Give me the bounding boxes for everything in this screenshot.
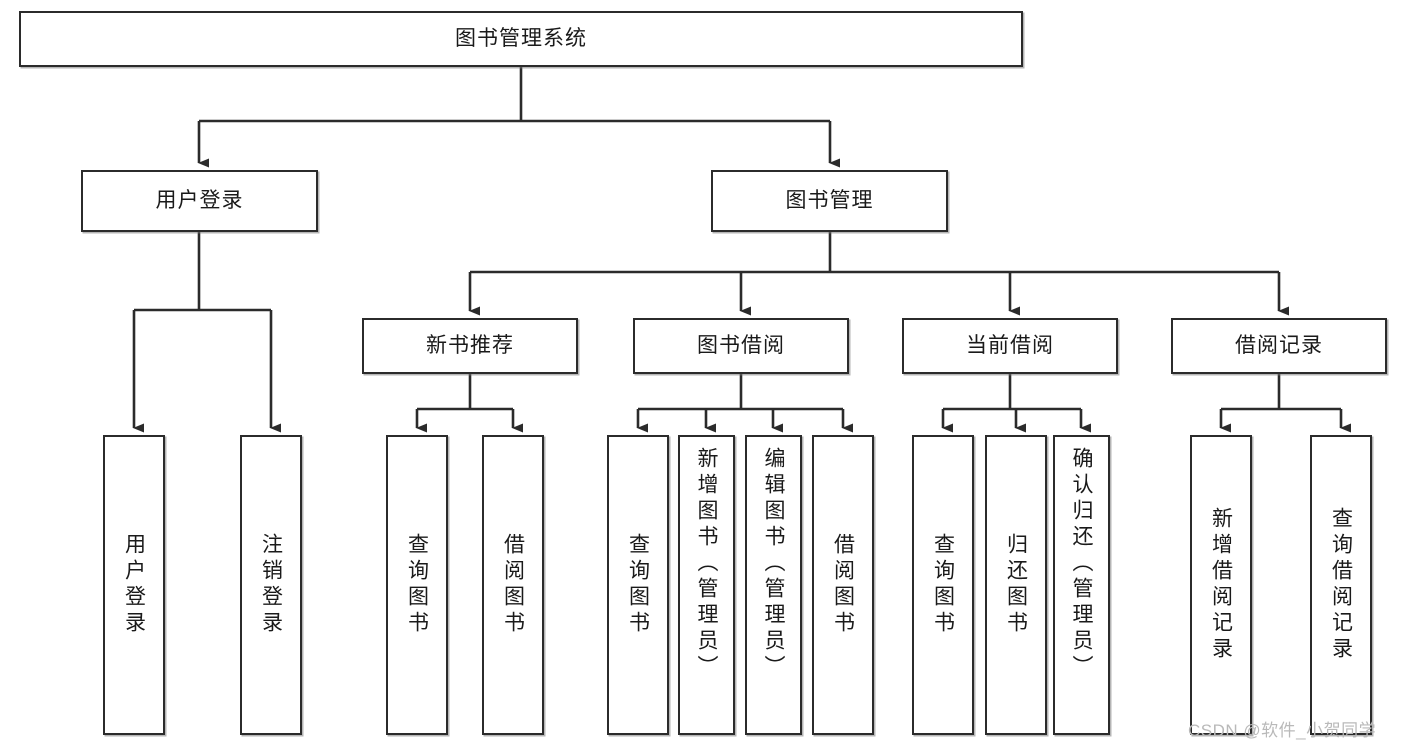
node-leaf-return-book-label: 归还图书	[1004, 533, 1028, 637]
node-leaf-query-book-1-label: 查询图书	[405, 533, 429, 637]
node-leaf-query-book-3-label: 查询图书	[931, 533, 955, 637]
node-leaf-query-book-3[interactable]: 查询图书	[912, 435, 974, 735]
node-leaf-borrow-book-2[interactable]: 借阅图书	[812, 435, 874, 735]
node-leaf-add-book[interactable]: 新增图书（管理员）	[678, 435, 735, 735]
node-current-borrow[interactable]: 当前借阅	[902, 318, 1118, 374]
node-new-book-recommend[interactable]: 新书推荐	[362, 318, 578, 374]
node-borrow-record-label: 借阅记录	[1235, 334, 1323, 358]
node-leaf-confirm-return[interactable]: 确认归还（管理员）	[1053, 435, 1110, 735]
node-leaf-user-logout[interactable]: 注销登录	[240, 435, 302, 735]
node-leaf-return-book[interactable]: 归还图书	[985, 435, 1047, 735]
node-root[interactable]: 图书管理系统	[19, 11, 1023, 67]
node-leaf-edit-book[interactable]: 编辑图书（管理员）	[745, 435, 802, 735]
node-leaf-add-record[interactable]: 新增借阅记录	[1190, 435, 1252, 735]
node-leaf-add-book-label: 新增图书（管理员）	[695, 447, 718, 681]
node-book-management[interactable]: 图书管理	[711, 170, 948, 232]
node-current-borrow-label: 当前借阅	[966, 334, 1054, 358]
node-user-login-label: 用户登录	[155, 189, 244, 213]
node-leaf-query-book-2-label: 查询图书	[626, 533, 650, 637]
node-leaf-query-book-1[interactable]: 查询图书	[386, 435, 448, 735]
csdn-watermark: CSDN @软件_小贺同学	[1188, 721, 1377, 740]
node-leaf-user-login-label: 用户登录	[122, 533, 146, 637]
node-book-management-label: 图书管理	[785, 189, 874, 213]
node-new-book-recommend-label: 新书推荐	[426, 334, 514, 358]
node-leaf-borrow-book-1[interactable]: 借阅图书	[482, 435, 544, 735]
node-leaf-edit-book-label: 编辑图书（管理员）	[762, 447, 785, 681]
node-book-borrow-label: 图书借阅	[697, 334, 785, 358]
node-user-login[interactable]: 用户登录	[81, 170, 318, 232]
node-book-borrow[interactable]: 图书借阅	[633, 318, 849, 374]
node-leaf-borrow-book-2-label: 借阅图书	[831, 533, 855, 637]
node-leaf-query-record-label: 查询借阅记录	[1329, 507, 1353, 663]
node-leaf-borrow-book-1-label: 借阅图书	[501, 533, 525, 637]
node-borrow-record[interactable]: 借阅记录	[1171, 318, 1387, 374]
node-root-label: 图书管理系统	[455, 27, 587, 51]
node-leaf-add-record-label: 新增借阅记录	[1209, 507, 1233, 663]
node-leaf-user-login[interactable]: 用户登录	[103, 435, 165, 735]
node-leaf-confirm-return-label: 确认归还（管理员）	[1070, 447, 1093, 681]
node-leaf-user-logout-label: 注销登录	[259, 533, 283, 637]
node-leaf-query-book-2[interactable]: 查询图书	[607, 435, 669, 735]
node-leaf-query-record[interactable]: 查询借阅记录	[1310, 435, 1372, 735]
